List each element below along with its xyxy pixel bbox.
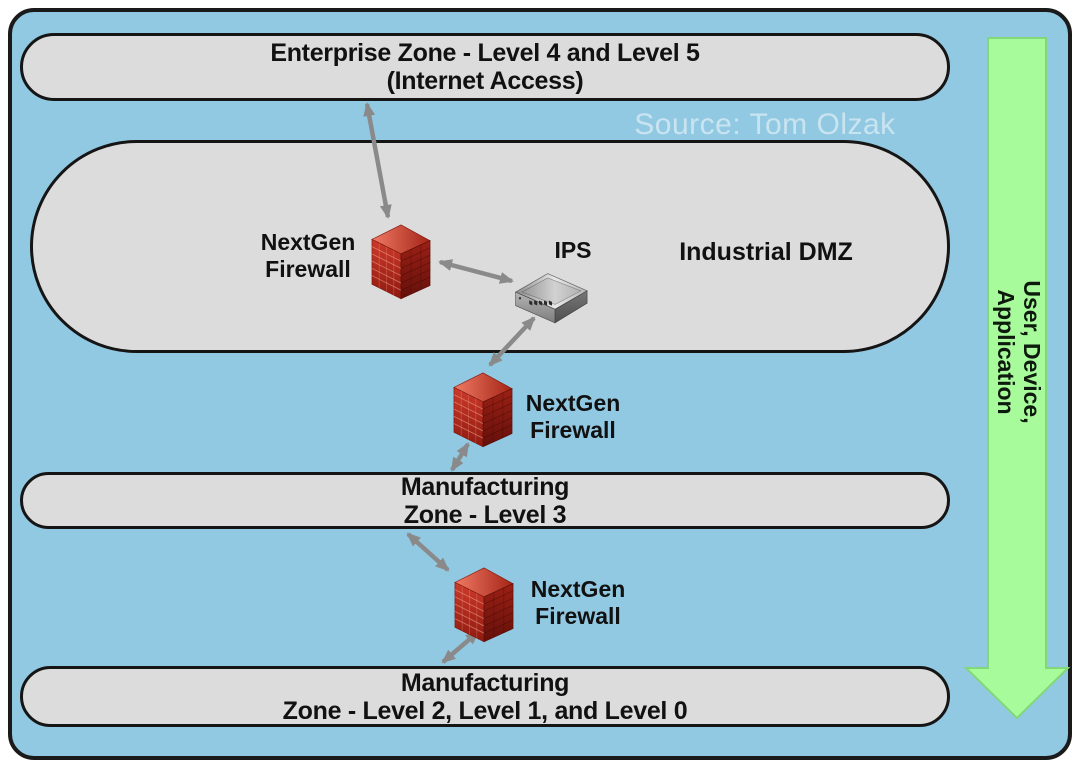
zone-manufacturing-l3-line2: Zone - Level 3	[403, 500, 567, 529]
ips-label: IPS	[554, 237, 592, 263]
firewall-dmz-label-line1: NextGen	[260, 229, 356, 255]
zone-enterprise-line2: (Internet Access)	[386, 67, 584, 95]
zone-manufacturing-l3: Manufacturing Zone - Level 3	[20, 472, 950, 529]
connector-firewall-zone-l3	[450, 442, 470, 472]
connector-enterprise-firewall	[363, 102, 392, 219]
ips-icon	[515, 273, 588, 324]
zone-enterprise-line1: Enterprise Zone - Level 4 and Level 5	[270, 39, 700, 67]
zone-manufacturing-l3-line1: Manufacturing	[400, 472, 570, 501]
connector-firewall-zone-l210	[441, 630, 480, 664]
connector-firewall-ips	[438, 259, 514, 284]
connector-zone-l3-firewall	[406, 532, 450, 572]
flow-arrow	[963, 37, 1071, 720]
firewall-l3-label-line1: NextGen	[525, 390, 621, 416]
zone-manufacturing-l210: Manufacturing Zone - Level 2, Level 1, a…	[20, 666, 950, 727]
flow-arrow-label: User, Device, Application	[987, 257, 1045, 447]
zone-enterprise: Enterprise Zone - Level 4 and Level 5 (I…	[20, 33, 950, 101]
firewall-dmz-label-line2: Firewall	[265, 255, 351, 282]
flow-arrow-label-line2: Application	[992, 289, 1019, 415]
firewall-l210-label-line2: Firewall	[535, 602, 621, 629]
firewall-l210-label: NextGen Firewall	[498, 576, 658, 630]
firewall-dmz-label: NextGen Firewall	[228, 229, 388, 283]
zone-manufacturing-l210-line1: Manufacturing	[400, 668, 570, 697]
firewall-l210-label-line1: NextGen	[530, 576, 626, 602]
diagram-outer-frame	[8, 8, 1072, 760]
firewall-l3-label-line2: Firewall	[530, 416, 616, 443]
watermark-text: Source: Tom Olzak	[634, 108, 896, 141]
flow-arrow-label-line1: User, Device,	[1019, 280, 1045, 424]
connector-ips-firewall-l3	[488, 316, 536, 367]
firewall-l3-label: NextGen Firewall	[493, 390, 653, 444]
zone-manufacturing-l210-line2: Zone - Level 2, Level 1, and Level 0	[282, 696, 688, 725]
zone-industrial-dmz-label: Industrial DMZ	[679, 238, 853, 266]
